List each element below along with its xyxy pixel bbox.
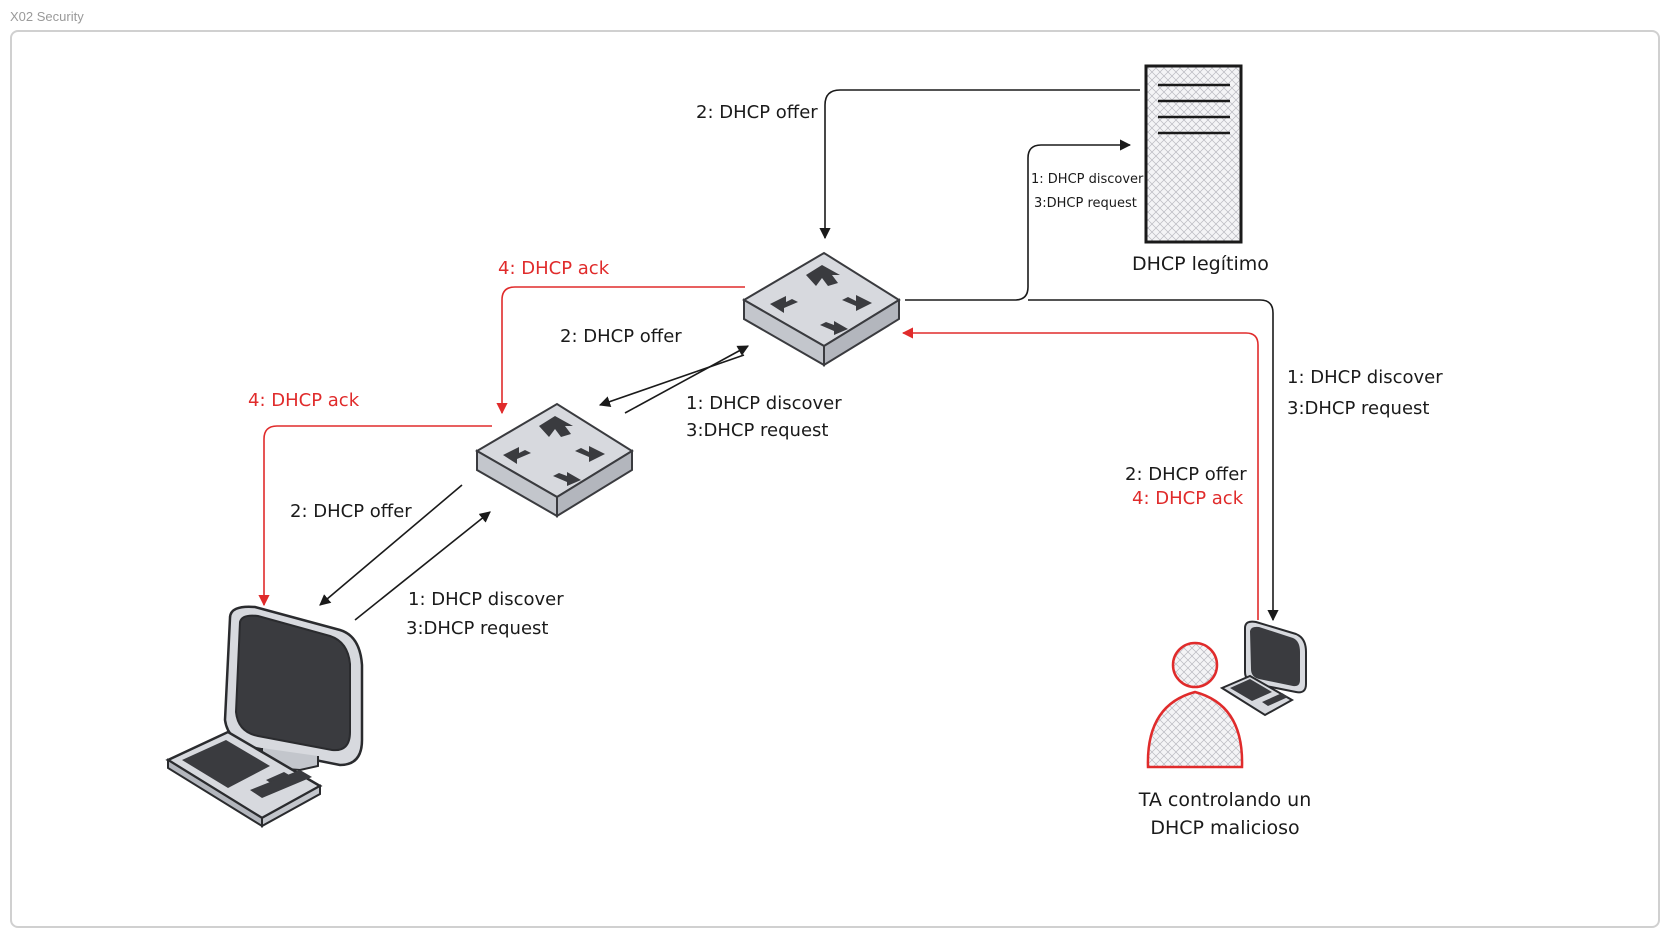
edge-switch-to-server-discover: [905, 139, 1132, 301]
label-rogue-ack: 4: DHCP ack: [1132, 488, 1244, 509]
label-mid-offer: 2: DHCP offer: [560, 326, 682, 347]
label-top-offer: 2: DHCP offer: [696, 102, 818, 123]
label-right-request: 3:DHCP request: [1287, 398, 1429, 419]
attacker-person-icon: [1146, 641, 1244, 769]
middle-switch-icon: [475, 402, 634, 518]
edge-topswitch-to-midswitch-offer: [598, 354, 745, 407]
attacker-label-line1: TA controlando un: [1138, 789, 1312, 811]
edge-topswitch-to-midswitch-ack: [496, 286, 745, 415]
attacker-computer-icon: [1219, 620, 1307, 717]
label-low-offer: 2: DHCP offer: [290, 501, 412, 522]
edge-attacker-to-topswitch-ack: [901, 327, 1259, 620]
edge-client-to-midswitch-discover: [354, 511, 491, 621]
label-mid-discover: 1: DHCP discover: [686, 393, 842, 414]
label-low-discover: 1: DHCP discover: [408, 589, 564, 610]
attacker-label-line2: DHCP malicioso: [1150, 817, 1299, 839]
client-computer-icon: [165, 605, 364, 828]
page-title: X02 Security: [10, 9, 84, 24]
label-ack-left: 4: DHCP ack: [248, 390, 360, 411]
edge-midswitch-to-client-offer: [319, 484, 463, 606]
edge-midswitch-to-topswitch-discover: [624, 345, 749, 414]
dhcp-server-icon: [1144, 64, 1243, 244]
label-ack-top: 4: DHCP ack: [498, 258, 610, 279]
label-server-discover: 1: DHCP discover: [1031, 172, 1144, 187]
legit-server-label: DHCP legítimo: [1132, 253, 1269, 275]
label-mid-request: 3:DHCP request: [686, 420, 828, 441]
label-right-discover: 1: DHCP discover: [1287, 367, 1443, 388]
label-low-request: 3:DHCP request: [406, 618, 548, 639]
label-rogue-offer: 2: DHCP offer: [1125, 464, 1247, 485]
edge-midswitch-to-client-ack: [258, 425, 492, 607]
top-switch-icon: [742, 251, 901, 367]
edge-switch-to-attacker-discover: [1028, 299, 1279, 622]
edge-server-to-switch-offer: [819, 89, 1140, 240]
label-server-request: 3:DHCP request: [1034, 196, 1137, 211]
